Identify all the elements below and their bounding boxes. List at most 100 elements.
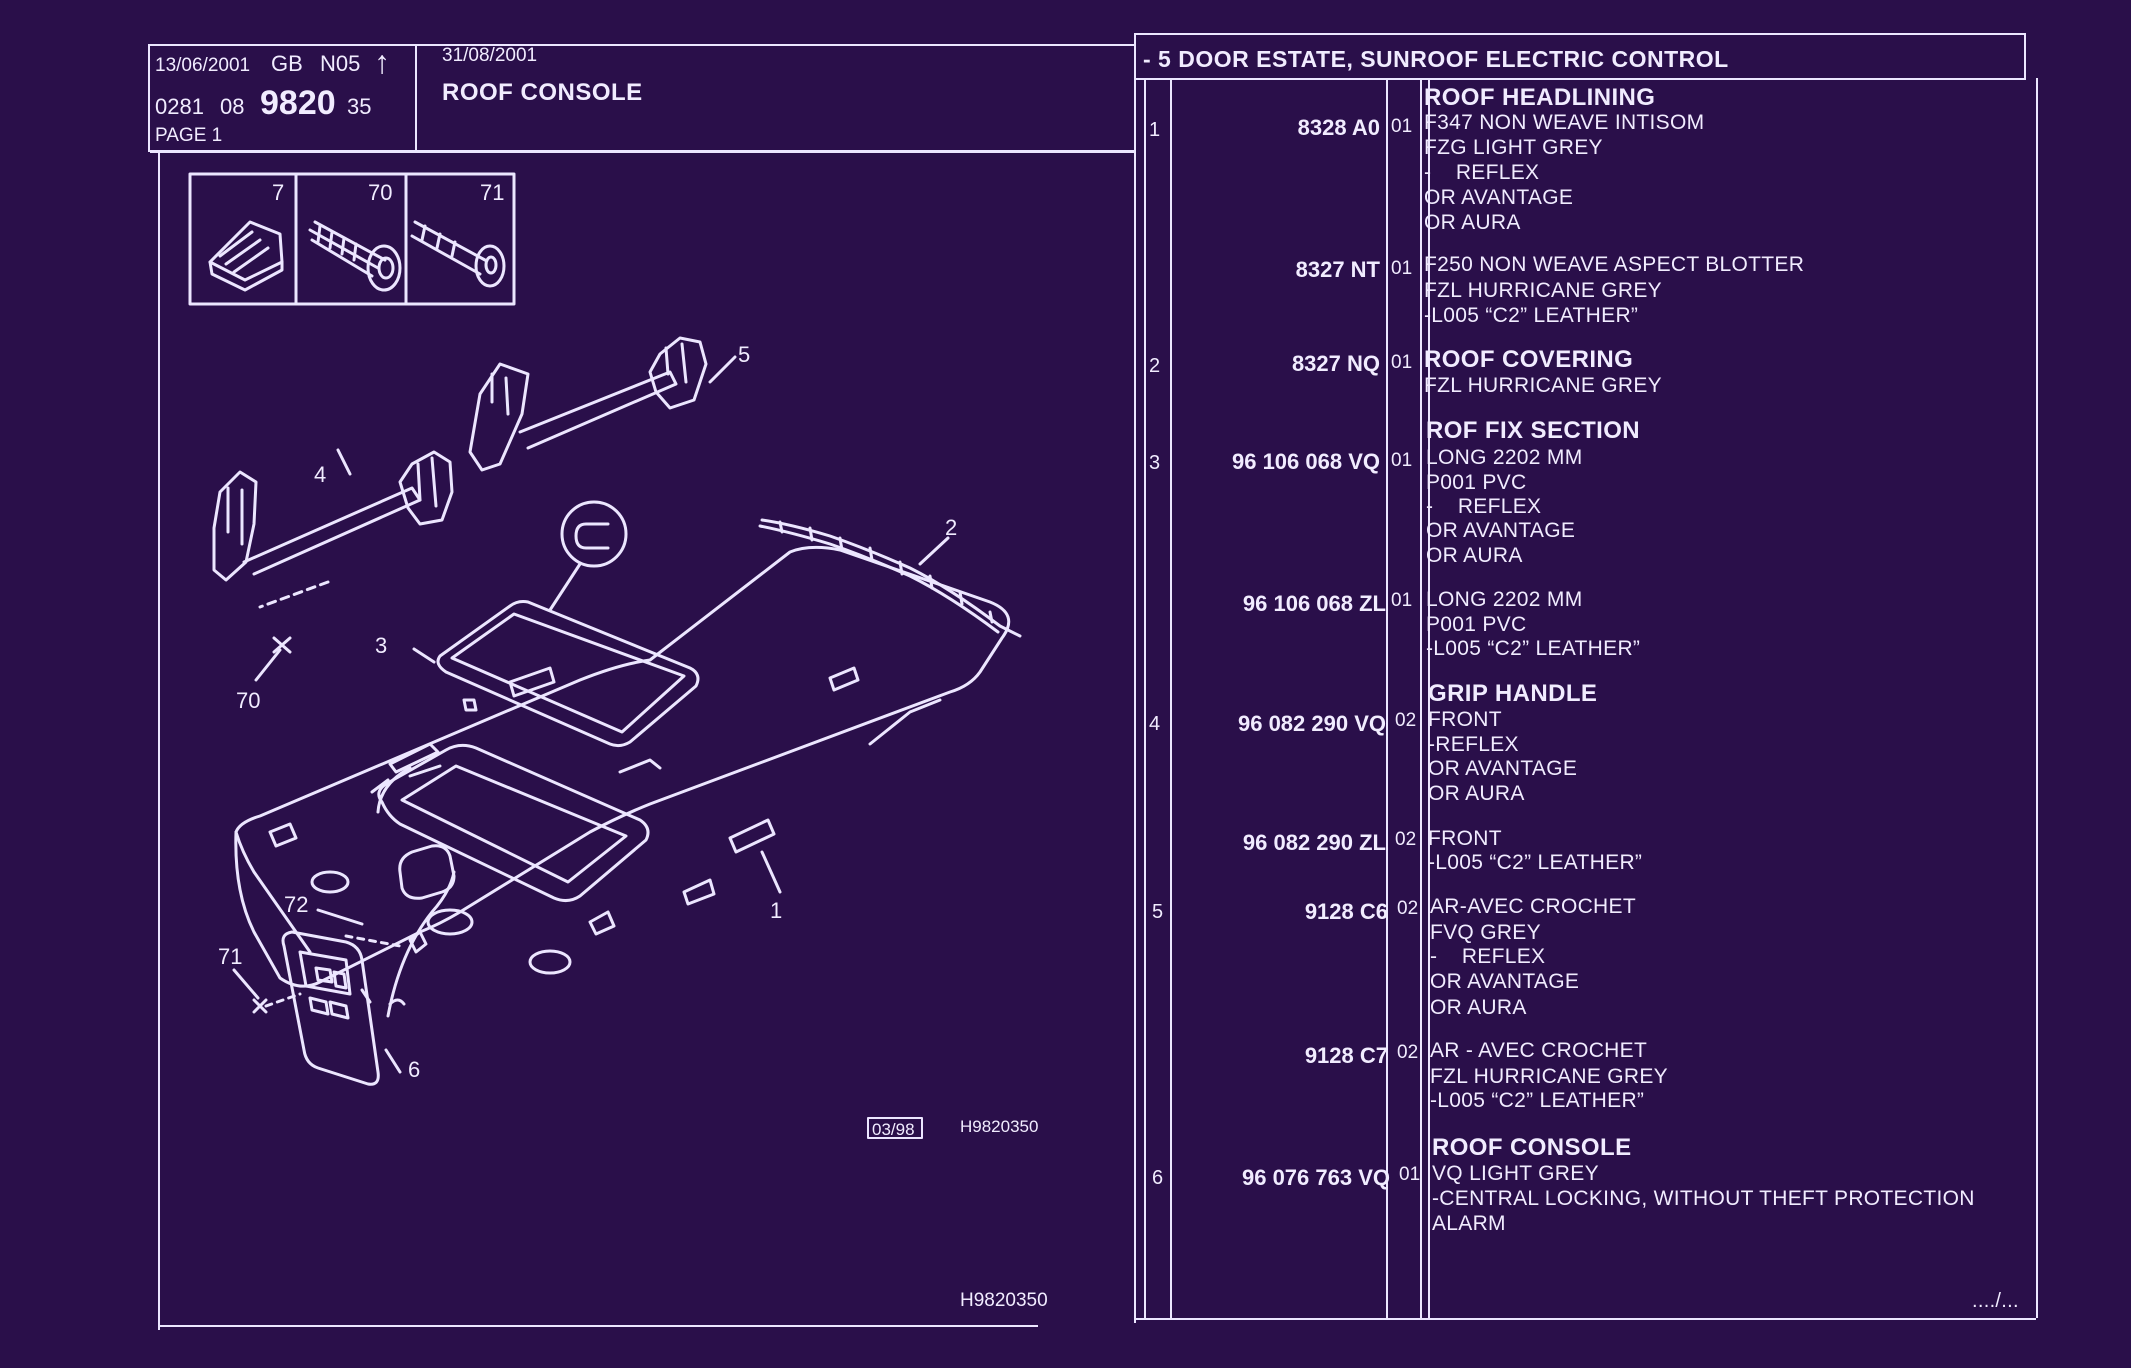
item-number: 5 [1152,901,1164,923]
part-desc-line: LONG 2202 MM [1426,446,1583,469]
header-page: PAGE 1 [155,125,223,146]
part-group-title: ROOF COVERING [1424,346,1634,373]
part-desc-line: LONG 2202 MM [1426,588,1583,611]
header-doc-number: 9820 [260,84,336,122]
item-number: 6 [1152,1167,1164,1189]
part-desc-line: -L005 “C2” LEATHER” [1426,637,1641,660]
callout-6: 6 [408,1057,420,1082]
part-desc-line: F250 NON WEAVE ASPECT BLOTTER [1424,253,1805,276]
part-reference: 96 082 290 ZL [1242,830,1386,855]
part-desc-line: - REFLEX [1424,161,1540,184]
diagram-top-line [150,152,1136,153]
part-desc-line: VQ LIGHT GREY [1432,1162,1599,1185]
part-desc-line: OR AVANTAGE [1424,186,1574,209]
part-desc-line: AR-AVEC CROCHET [1430,895,1636,918]
part-desc-line: OR AVANTAGE [1430,970,1580,993]
stamp-box [867,1117,923,1139]
part-reference: 8327 NQ [1291,351,1380,376]
col-desc-line [1420,80,1422,1320]
part-desc-line: F347 NON WEAVE INTISOM [1424,111,1705,134]
exploded-parts-diagram: 7 70 71 [188,172,1022,1139]
col-qty-line [1386,80,1388,1320]
grip-handle-front: 4 [212,448,454,582]
estate-bottom-line [1136,78,2026,80]
part-desc-line: P001 PVC [1426,613,1527,636]
callout-2: 2 [945,515,957,540]
part-qty: 02 [1395,710,1417,731]
part-qty: 01 [1391,116,1413,137]
part-reference: 96 082 290 VQ [1237,711,1386,736]
part-desc-line: AR - AVEC CROCHET [1430,1039,1648,1062]
date-stamp: 03/98 [872,1120,915,1139]
col-item-line [1144,80,1146,1320]
part-desc-line: FZL HURRICANE GREY [1430,1065,1668,1088]
part-desc-line: -CENTRAL LOCKING, WITHOUT THEFT PROTECTI… [1432,1187,1975,1210]
header-lang: GB [271,51,303,76]
inset-label-70: 70 [368,180,392,205]
part-desc-line: OR AVANTAGE [1428,757,1578,780]
part-qty: 02 [1397,1042,1419,1063]
part-desc-line: ALARM [1432,1212,1506,1235]
part-reference: 96 076 763 VQ [1241,1165,1390,1190]
part-reference: 9128 C7 [1304,1043,1388,1068]
part-desc-line: - REFLEX [1426,495,1542,518]
frame-bottom-right [1136,1318,2036,1320]
frame-right-lower [2036,78,2038,1318]
part-desc-line: OR AURA [1430,996,1527,1019]
part-desc-line: OR AVANTAGE [1426,519,1576,542]
part-qty: 01 [1391,590,1413,611]
grip-handle-rear: 5 [468,336,750,472]
inset-label-71: 71 [480,180,504,205]
header-date1: 13/06/2001 [155,55,251,76]
col-desc-line-2 [1428,80,1430,1320]
seal-strip: 2 [758,515,1022,638]
diagram-ref-near: H9820350 [960,1117,1039,1136]
part-reference: 96 106 068 ZL [1242,591,1386,616]
sunroof-frame: 3 [375,600,700,748]
page-title: ROOF CONSOLE [442,79,643,106]
part-group-title: ROOF CONSOLE [1432,1134,1632,1161]
frame-left-lower [158,152,160,1330]
header-divider-left [415,44,417,152]
up-arrow-icon: ↑ [374,44,390,80]
frame-bottom [158,1325,1038,1327]
fastener-70: 70 [236,580,330,713]
header-doc-suffix: 35 [347,94,372,119]
header-date2: 31/08/2001 [442,45,538,66]
part-desc-line: FZL HURRICANE GREY [1424,279,1662,302]
frame-left [148,44,150,152]
part-reference: 9128 C6 [1304,899,1388,924]
part-desc-line: FZL HURRICANE GREY [1424,374,1662,397]
part-desc-line: OR AURA [1426,544,1523,567]
roof-console: 6 71 72 [218,870,456,1086]
part-desc-line: -L005 “C2” LEATHER” [1430,1089,1645,1112]
part-qty: 01 [1399,1164,1421,1185]
part-desc-line: FRONT [1428,708,1502,731]
part-desc-line: - REFLEX [1430,945,1546,968]
clip-icon [208,220,284,292]
screw-long-icon [410,220,506,288]
frame-right [2024,33,2026,78]
screw-icon [308,220,402,292]
model-variant-title: - 5 DOOR ESTATE, SUNROOF ELECTRIC CONTRO… [1143,46,1729,72]
small-parts-inset: 7 70 71 [188,172,516,306]
center-divider [1134,33,1136,1323]
inset-label-7: 7 [272,180,284,205]
frame-top-left [148,44,1136,46]
header-doc-prefix: 0281 [155,94,204,119]
header-doc-08: 08 [220,94,245,119]
part-desc-line: FVQ GREY [1430,921,1541,944]
callout-4: 4 [314,462,326,487]
part-reference: 8327 NT [1295,257,1380,282]
col-ref-start-line [1170,80,1172,1320]
item-number: 4 [1149,713,1161,735]
part-desc-line: FZG LIGHT GREY [1424,136,1603,159]
part-reference: 8328 A0 [1297,115,1380,140]
header-code: N05 [320,51,361,76]
callout-3: 3 [375,633,387,658]
frame-top-right [1136,33,2026,35]
item-number: 2 [1149,355,1161,377]
part-desc-line: -L005 “C2” LEATHER” [1424,304,1639,327]
part-qty: 01 [1391,258,1413,279]
